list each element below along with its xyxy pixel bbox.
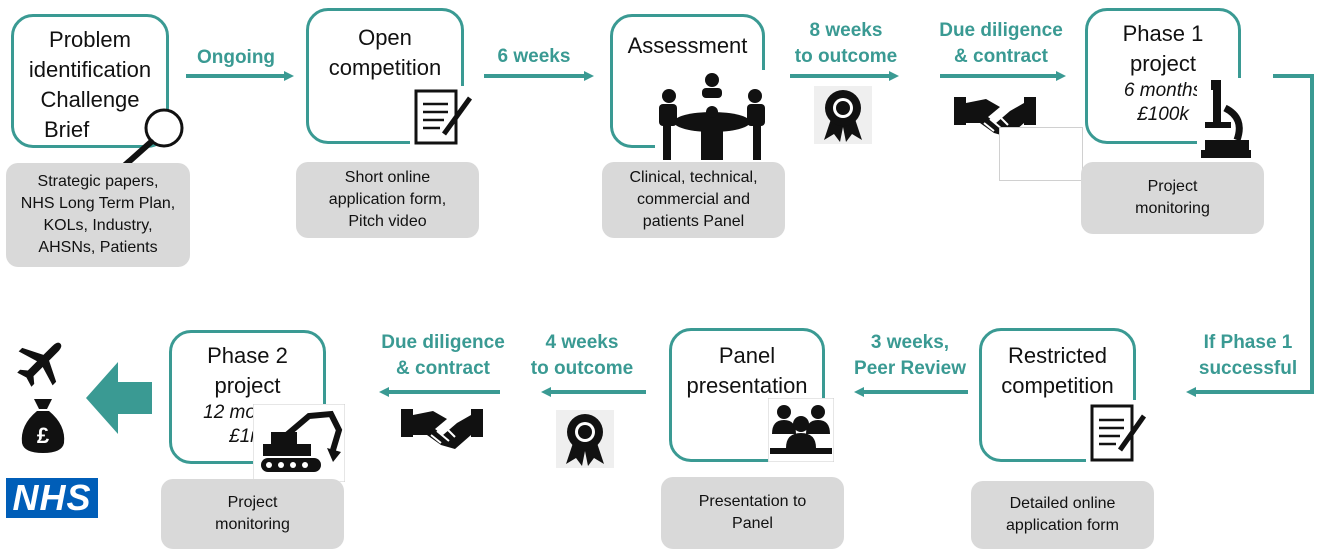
phase-2-note: Project monitoring xyxy=(161,479,344,549)
label-8-weeks-to-outcome: 8 weeks to outcome xyxy=(794,20,898,67)
svg-text:£: £ xyxy=(37,423,50,448)
meeting-table-icon xyxy=(655,70,769,162)
phase-2-box: Phase 2 project 12 months £1m xyxy=(169,330,326,464)
open-competition-note: Short online application form, Pitch vid… xyxy=(296,162,479,238)
award-ribbon-icon xyxy=(556,410,614,468)
panel-line-2: presentation xyxy=(686,373,808,398)
handshake-icon xyxy=(401,409,483,449)
panel-line-1: Panel xyxy=(718,343,776,368)
phase1-duration: 6 months xyxy=(1123,80,1203,101)
label-ongoing: Ongoing xyxy=(196,47,276,68)
award-ribbon-icon xyxy=(814,86,872,144)
phase2-line-1: Phase 2 xyxy=(207,343,288,368)
restricted-line-2: competition xyxy=(1001,373,1114,398)
problem-line-3: Challenge xyxy=(40,87,140,112)
panel-presentation-note: Presentation to Panel xyxy=(661,477,844,549)
label-due-diligence-1: Due diligence & contract xyxy=(939,20,1063,67)
airplane-icon xyxy=(17,342,62,387)
label-if-phase-1-successful: If Phase 1 successful xyxy=(1198,332,1298,379)
restricted-competition-note: Detailed online application form xyxy=(971,481,1154,549)
microscope-icon xyxy=(1197,78,1253,160)
panel-people-icon xyxy=(768,398,834,462)
label-4-weeks-to-outcome: 4 weeks to outcome xyxy=(530,332,634,379)
exit-block-arrow xyxy=(86,362,152,434)
problem-note: Strategic papers, NHS Long Term Plan, KO… xyxy=(6,163,190,267)
phase1-line-2: project xyxy=(1129,51,1197,76)
problem-line-1: Problem xyxy=(49,27,131,52)
label-3-weeks-peer-review: 3 weeks, Peer Review xyxy=(854,332,966,379)
form-pencil-icon xyxy=(1086,400,1150,466)
open-line-1: Open xyxy=(358,25,412,50)
form-pencil-icon xyxy=(410,86,476,148)
problem-line-2: identification xyxy=(28,57,152,82)
phase1-line-1: Phase 1 xyxy=(1122,21,1204,46)
open-line-2: competition xyxy=(328,55,442,80)
label-6-weeks: 6 weeks xyxy=(497,46,571,67)
magnifier-icon xyxy=(121,108,184,169)
label-due-diligence-2: Due diligence & contract xyxy=(381,332,505,379)
assessment-note: Clinical, technical, commercial and pati… xyxy=(602,162,785,238)
problem-line-4: Brief xyxy=(44,117,90,142)
nhs-logo: NHS xyxy=(6,478,98,518)
excavator-icon xyxy=(253,404,345,482)
assessment-title: Assessment xyxy=(627,33,748,58)
phase-1-note: Project monitoring xyxy=(1081,162,1264,234)
restricted-line-1: Restricted xyxy=(1007,343,1108,368)
arrow-if-phase-1 xyxy=(1186,74,1314,397)
phase1-budget: £100k xyxy=(1137,104,1189,125)
problem-identification-box: Problem identification Challenge Brief xyxy=(11,14,169,148)
phase2-line-2: project xyxy=(214,373,281,398)
money-bag-icon: £ xyxy=(21,399,65,453)
empty-frame xyxy=(999,127,1083,181)
